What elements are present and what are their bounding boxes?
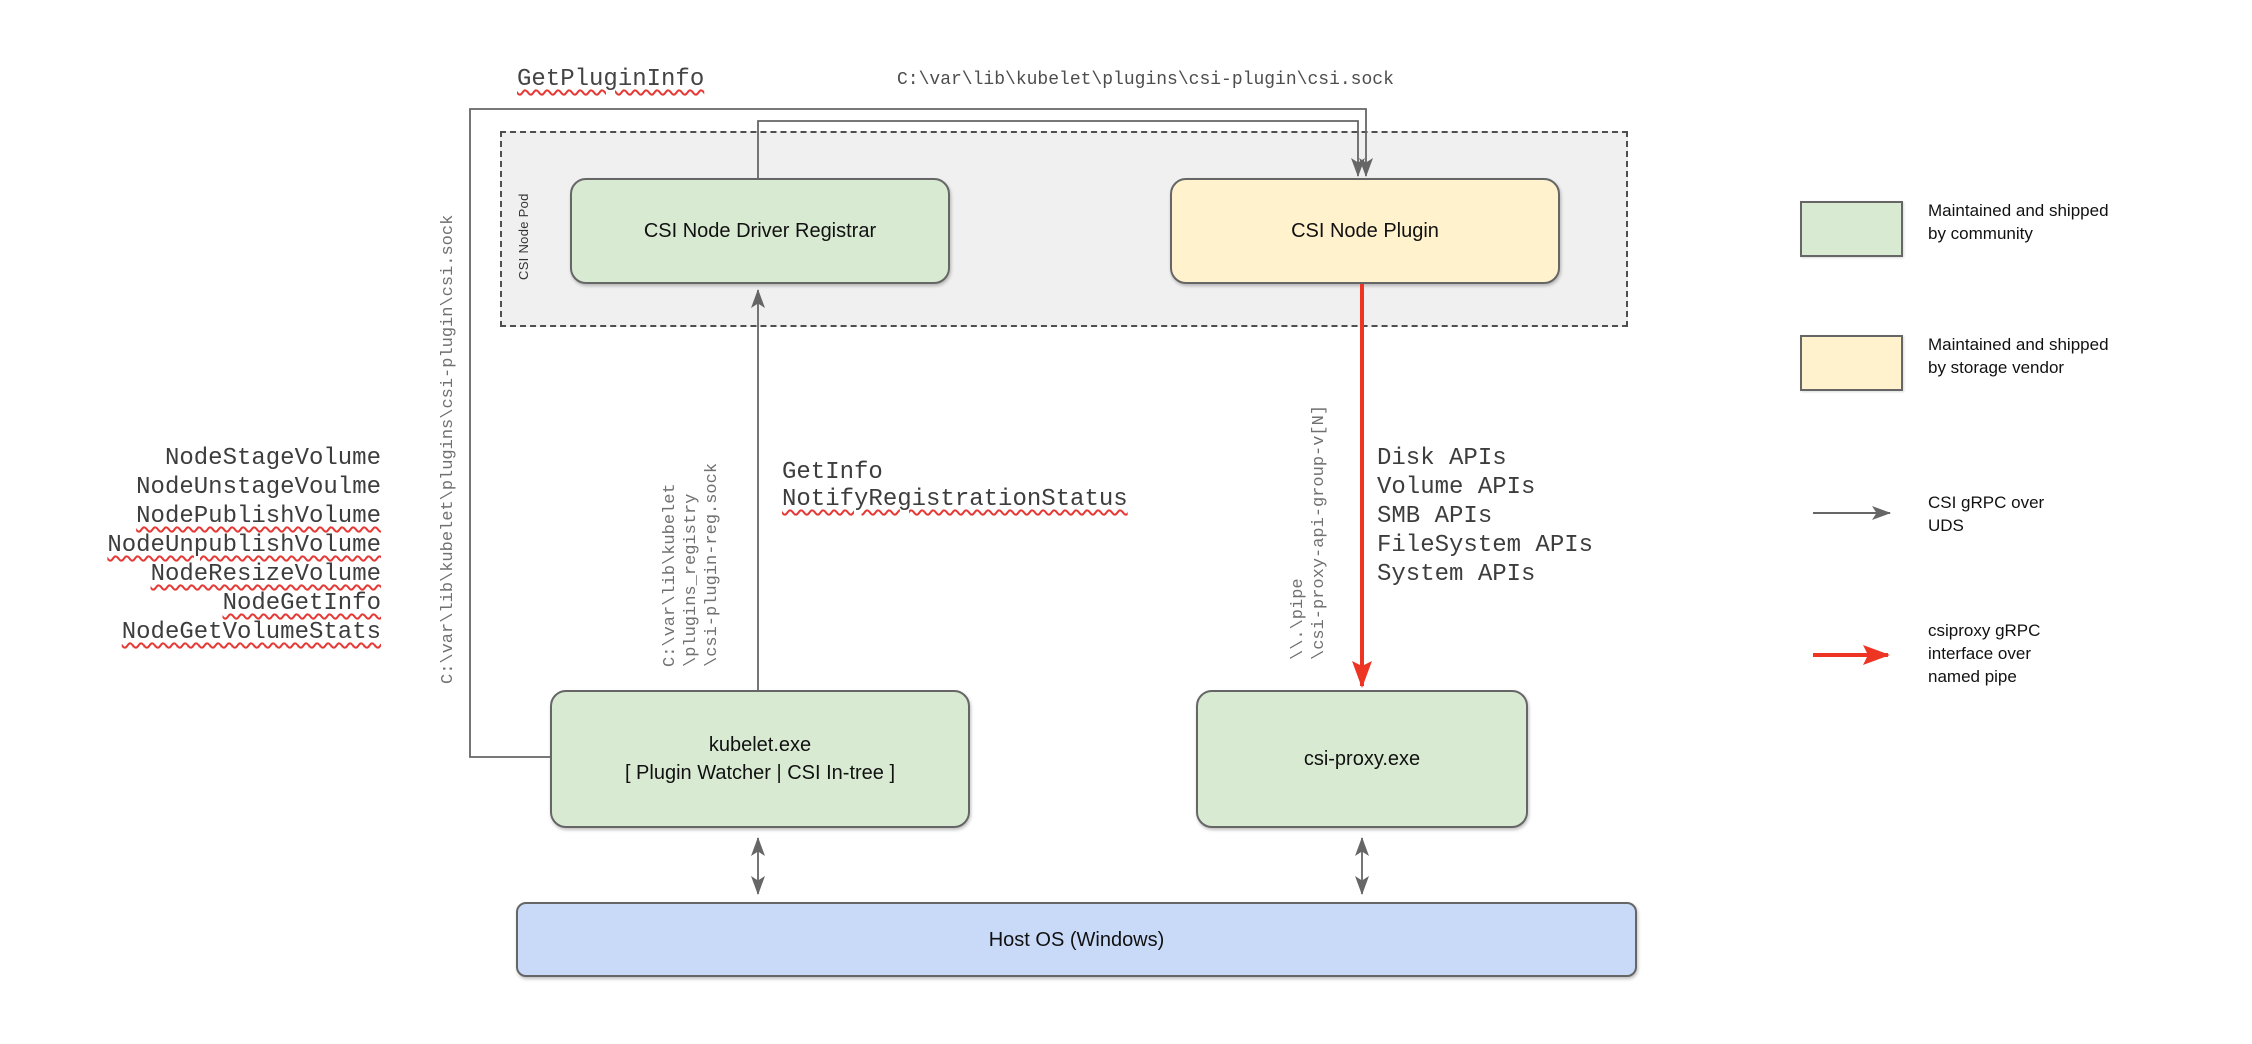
node-rpc-call: NodeResizeVolume (150, 561, 381, 588)
csi-proxy-label: csi-proxy.exe (1303, 748, 1421, 770)
legend-vendor-line: Maintained and shipped (1928, 335, 2109, 354)
host-os-label: Host OS (Windows) (988, 928, 1165, 951)
legend-uds-line: UDS (1928, 516, 1964, 535)
csi-node-plugin-node: CSI Node Plugin (1170, 178, 1560, 284)
legend-vendor-text: Maintained and shipped by storage vendor (1928, 333, 2109, 379)
named-pipe-path-line: \csi-proxy-api-group-v[N] (1310, 404, 1329, 660)
csi-sock-path-top-label: C:\var\lib\kubelet\plugins\csi-plugin\cs… (897, 70, 1394, 90)
plugin-registry-sock-path-label: C:\var\lib\kubelet \plugins_registry \cs… (660, 455, 726, 667)
node-rpc-call: NodeGetInfo (222, 590, 381, 617)
kubelet-subtitle: [ Plugin Watcher | CSI In-tree ] (624, 762, 896, 784)
legend-pipe-line: named pipe (1928, 667, 2017, 686)
node-rpc-call: NodeUnpublishVolume (107, 532, 381, 559)
legend-uds-text: CSI gRPC over UDS (1928, 491, 2044, 537)
proxy-api: Volume APIs (1377, 474, 1536, 501)
csi-node-driver-registrar-node: CSI Node Driver Registrar (570, 178, 950, 284)
node-rpc-call: NodeGetVolumeStats (121, 619, 381, 646)
legend-vendor-swatch (1800, 335, 1903, 391)
node-rpc-call: NodeUnstageVoulme (136, 474, 381, 501)
legend-community-text: Maintained and shipped by community (1928, 199, 2109, 245)
registration-call: GetInfo (782, 459, 883, 486)
csi-proxy-node: csi-proxy.exe (1196, 690, 1528, 828)
kubelet-node: kubelet.exe [ Plugin Watcher | CSI In-tr… (550, 690, 970, 828)
legend-vendor-line: by storage vendor (1928, 358, 2065, 377)
plugin-registry-sock-path-line: \csi-plugin-reg.sock (703, 462, 722, 667)
host-os-node: Host OS (Windows) (516, 902, 1637, 977)
plugin-registry-sock-path-line: C:\var\lib\kubelet (661, 483, 680, 667)
proxy-api-list: Disk APIs Volume APIs SMB APIs FileSyste… (1377, 444, 1593, 589)
legend-pipe-line: interface over (1928, 644, 2031, 663)
csi-sock-path-vertical-label: C:\var\lib\kubelet\plugins\csi-plugin\cs… (439, 214, 458, 684)
legend-community-line: Maintained and shipped (1928, 201, 2109, 220)
get-plugin-info-label: GetPluginInfo (517, 66, 704, 93)
node-rpc-call: NodePublishVolume (136, 503, 381, 530)
node-rpc-call-list: NodeStageVolume NodeUnstageVoulme NodePu… (100, 444, 381, 647)
proxy-api: SMB APIs (1377, 503, 1493, 530)
proxy-api: FileSystem APIs (1377, 532, 1594, 559)
node-rpc-call: NodeStageVolume (164, 445, 381, 472)
proxy-api: System APIs (1377, 561, 1536, 588)
kubelet-title: kubelet.exe (708, 734, 812, 756)
named-pipe-path-label: \\.\pipe \csi-proxy-api-group-v[N] (1288, 372, 1334, 660)
plugin-registry-sock-path-line: \plugins_registry (682, 493, 701, 667)
legend-pipe-line: csiproxy gRPC (1928, 621, 2041, 640)
legend-uds-line: CSI gRPC over (1928, 493, 2045, 512)
csi-node-driver-registrar-label: CSI Node Driver Registrar (643, 220, 877, 242)
legend-community-line: by community (1928, 224, 2033, 243)
legend-pipe-text: csiproxy gRPC interface over named pipe (1928, 619, 2040, 688)
csi-node-plugin-label: CSI Node Plugin (1291, 220, 1439, 242)
registration-call: NotifyRegistrationStatus (782, 486, 1128, 513)
legend-community-swatch (1800, 201, 1903, 257)
get-plugin-info-text: GetPluginInfo (517, 66, 705, 93)
registration-call-list: GetInfo NotifyRegistrationStatus (782, 459, 1128, 513)
named-pipe-path-line: \\.\pipe (1289, 578, 1308, 660)
proxy-api: Disk APIs (1377, 445, 1507, 472)
csi-node-pod-label: CSI Node Pod (516, 193, 531, 280)
